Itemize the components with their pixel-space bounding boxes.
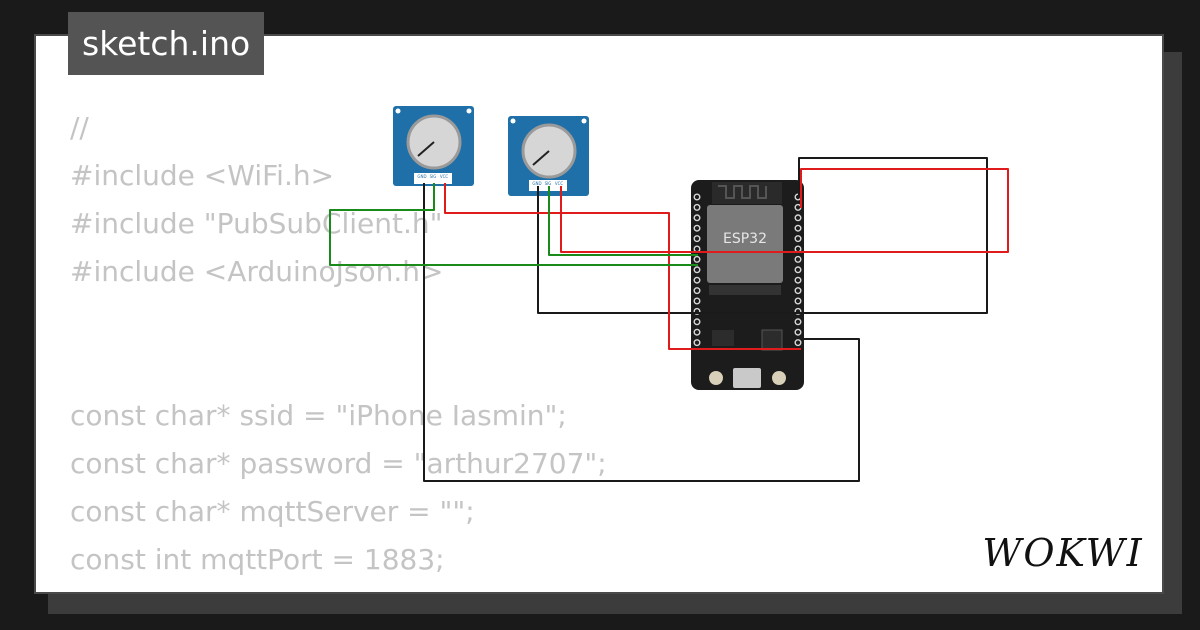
code-line: const char* password = "arthur2707"; [70, 447, 607, 480]
pin-hole[interactable] [794, 255, 802, 263]
wokwi-logo-text: WOKWI [982, 531, 1143, 575]
code-line: // [70, 111, 89, 144]
pin-hole[interactable] [693, 287, 701, 295]
wokwi-logo: WOKWI [982, 531, 1143, 575]
code-line: #include <ArduinoJson.h> [70, 255, 444, 288]
pin-hole[interactable] [794, 297, 802, 305]
wire-ground-pot2[interactable] [537, 157, 988, 314]
pin-hole[interactable] [693, 297, 701, 305]
pin-hole[interactable] [794, 203, 802, 211]
mount-hole [395, 108, 401, 114]
pin-hole[interactable] [794, 276, 802, 284]
pin-label-sig: SIG [545, 181, 552, 186]
pin-hole[interactable] [794, 224, 802, 232]
pin-hole[interactable] [794, 318, 802, 326]
potentiometer-1[interactable]: GND SIG VCC [393, 106, 474, 186]
wire-power-pot1[interactable] [444, 183, 801, 350]
pin-hole[interactable] [794, 328, 802, 336]
knob-indicator [532, 150, 550, 166]
code-line: const int mqttPort = 1883; [70, 543, 445, 576]
knob-indicator [417, 141, 435, 157]
module-pads [709, 285, 781, 295]
pin-hole[interactable] [794, 287, 802, 295]
pin-hole[interactable] [693, 339, 701, 347]
pin-label-gnd: GND [417, 174, 426, 179]
pin-hole[interactable] [693, 214, 701, 222]
usb-connector [733, 368, 761, 388]
pin-hole[interactable] [693, 276, 701, 284]
pin-hole[interactable] [794, 339, 802, 347]
potentiometer-2[interactable]: GND SIG VCC [508, 116, 589, 196]
pin-hole[interactable] [693, 245, 701, 253]
esp32-left-pin-header [693, 193, 701, 347]
wire-ground-pot1[interactable] [423, 183, 860, 482]
code-preview: // #include <WiFi.h> #include "PubSubClien… [70, 104, 770, 592]
esp32-board: ESP32 [691, 180, 804, 390]
pin-hole[interactable] [693, 318, 701, 326]
pin-hole[interactable] [794, 214, 802, 222]
usb-uart-chip [761, 329, 783, 351]
pin-hole[interactable] [693, 193, 701, 201]
pin-hole[interactable] [693, 328, 701, 336]
code-line: const char* ssid = "iPhone Iasmin"; [70, 399, 567, 432]
reset-button-icon[interactable] [772, 371, 786, 385]
boot-button-icon[interactable] [709, 371, 723, 385]
pin-label-vcc: VCC [440, 174, 449, 179]
mount-hole [466, 108, 472, 114]
pin-label-vcc: VCC [555, 181, 564, 186]
pin-label-gnd: GND [532, 181, 541, 186]
code-line: #include "PubSubClient.h" [70, 207, 443, 240]
pin-hole[interactable] [794, 245, 802, 253]
pin-header [529, 180, 567, 191]
pin-hole[interactable] [693, 224, 701, 232]
pin-header [414, 173, 452, 184]
code-line: const char* mqttServer = ""; [70, 495, 475, 528]
esp32-label: ESP32 [723, 231, 767, 247]
pin-hole[interactable] [794, 235, 802, 243]
file-tab[interactable]: sketch.ino [68, 12, 265, 75]
voltage-regulator [712, 330, 734, 346]
pin-hole[interactable] [693, 255, 701, 263]
pin-hole[interactable] [693, 266, 701, 274]
code-line: const char* mqttUser = "admin123"; [70, 584, 770, 592]
wire-signal-pot1[interactable] [329, 183, 698, 266]
code-line: #include <WiFi.h> [70, 159, 335, 192]
wire-power-pot2[interactable] [560, 168, 1009, 253]
mount-hole [581, 118, 587, 124]
mount-hole [510, 118, 516, 124]
antenna-trace [718, 185, 767, 199]
esp32-module-shield [707, 205, 783, 283]
esp32-right-pin-header [794, 193, 802, 347]
wire-signal-pot2[interactable] [548, 186, 698, 256]
pin-hole[interactable] [693, 235, 701, 243]
pin-hole[interactable] [794, 266, 802, 274]
pin-label-sig: SIG [430, 174, 437, 179]
pin-hole[interactable] [693, 203, 701, 211]
